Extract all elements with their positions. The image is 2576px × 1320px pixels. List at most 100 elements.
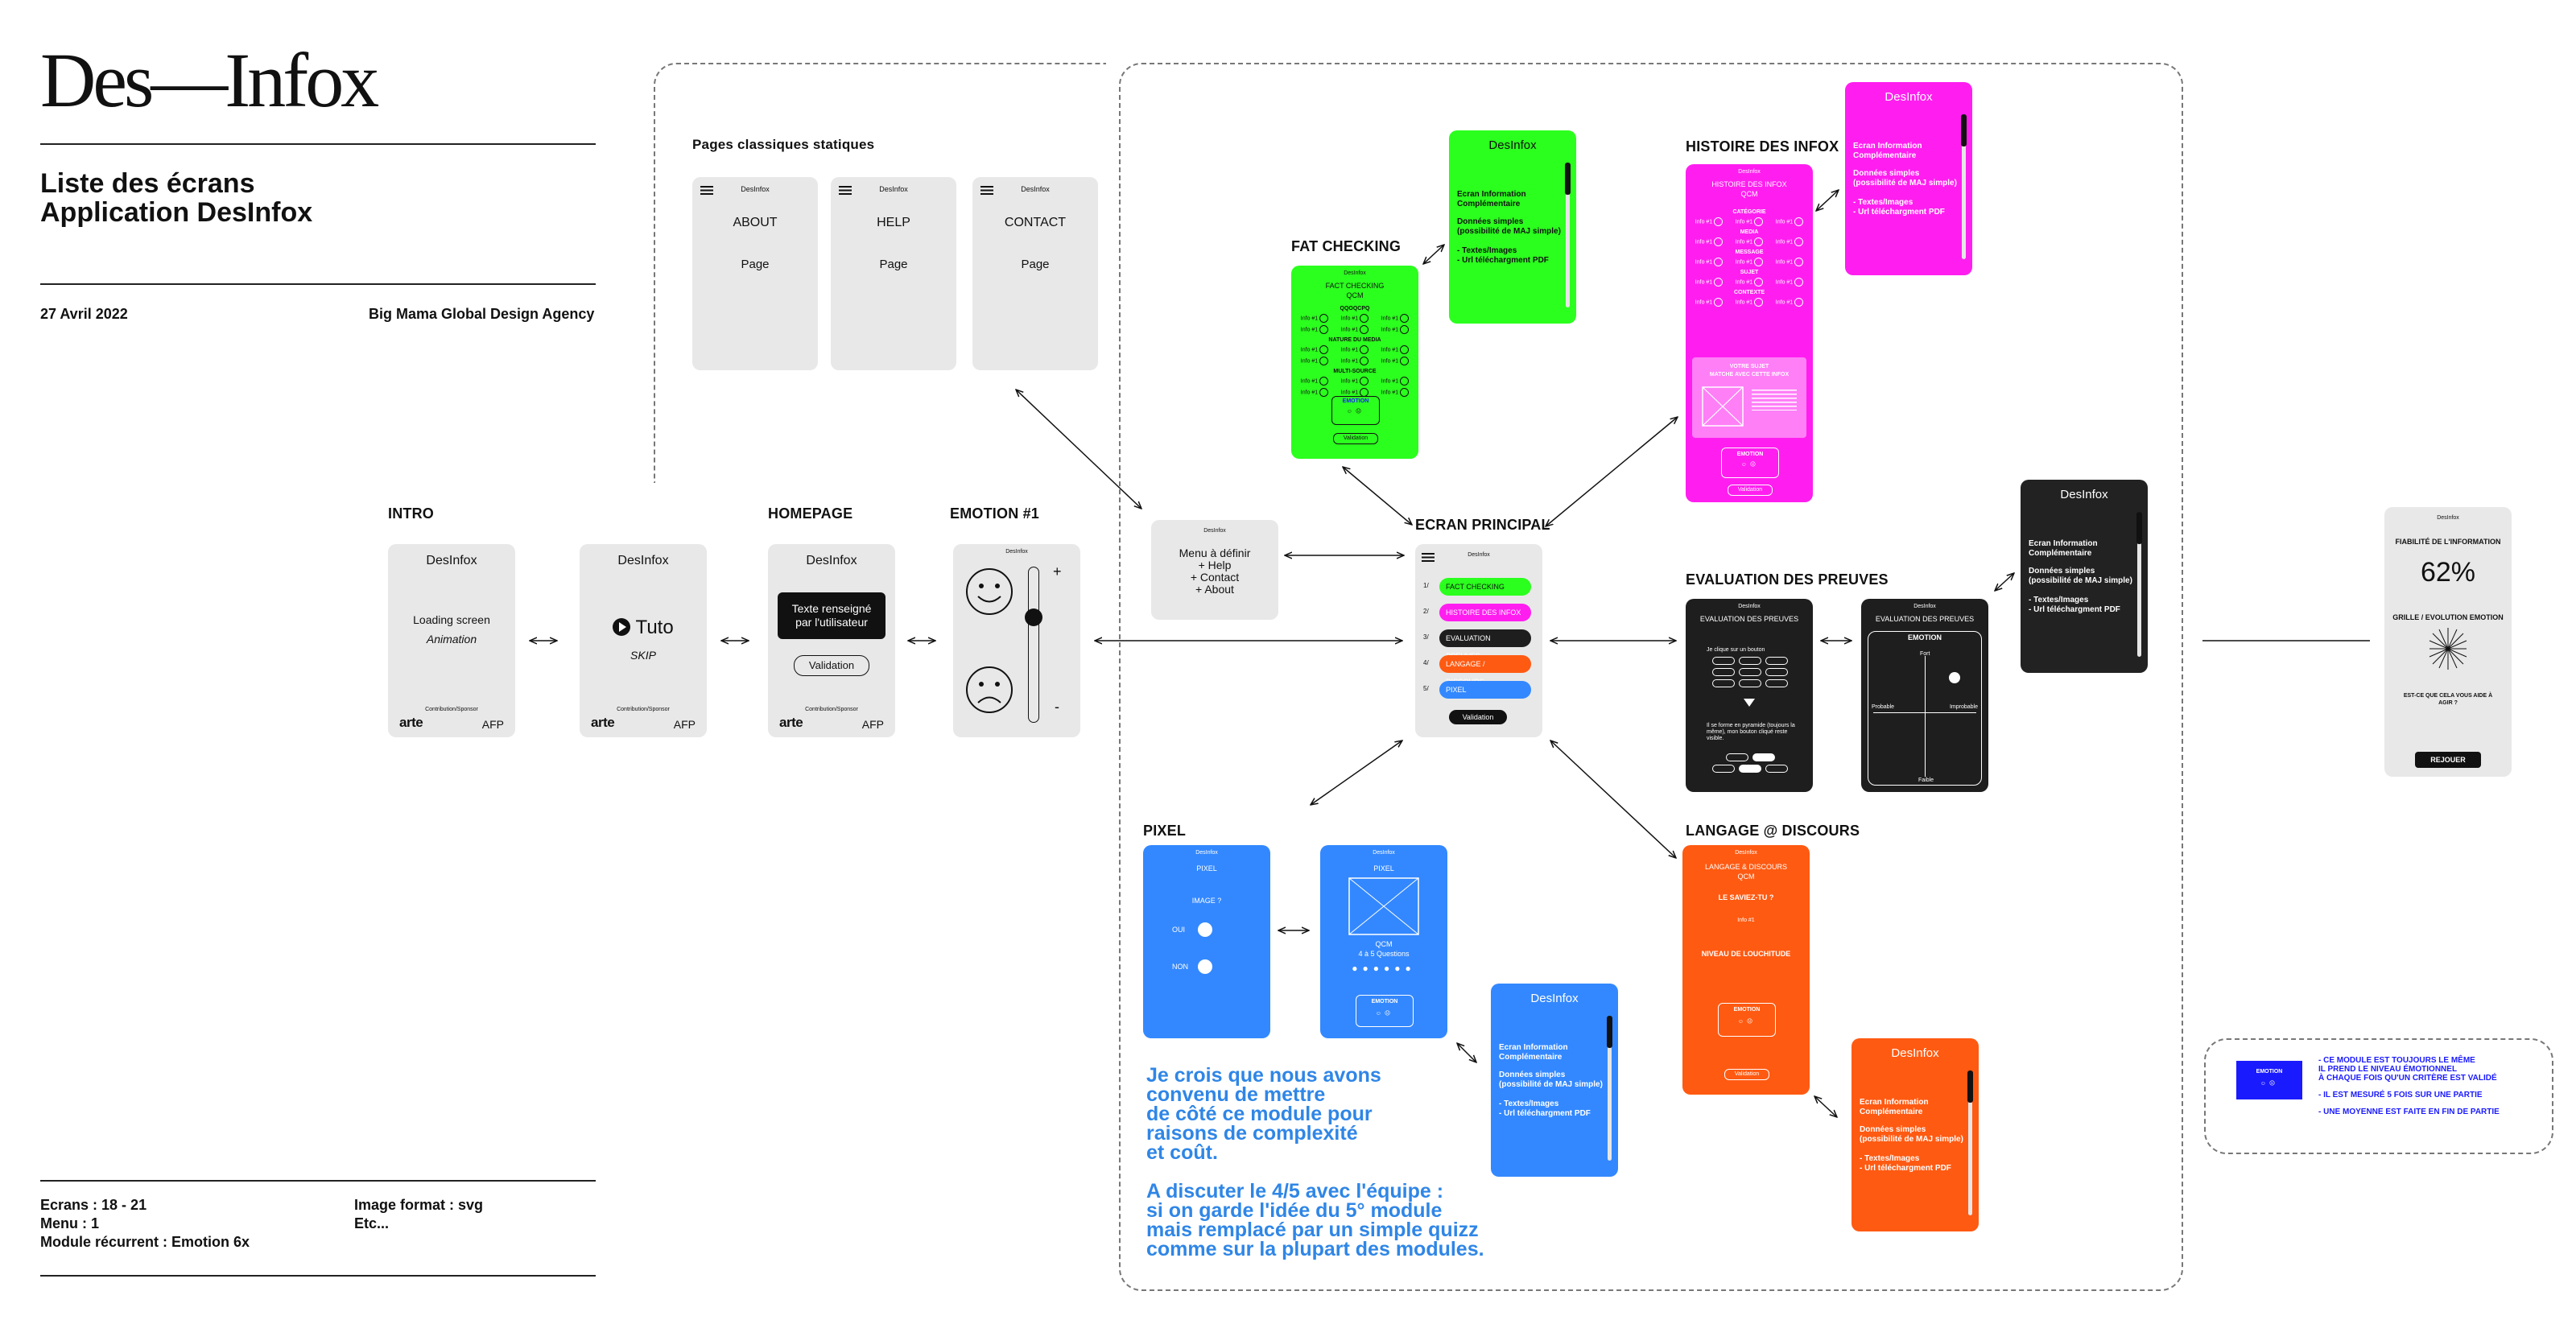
scrollbar[interactable] [1607, 1016, 1612, 1161]
scroll-thumb[interactable] [1967, 1070, 1973, 1103]
menu-help[interactable]: + Help [1198, 559, 1232, 571]
pagination-dots[interactable]: ●●●●●● [1352, 963, 1416, 974]
radio-icon[interactable] [1319, 325, 1329, 334]
yes-radio[interactable] [1198, 922, 1212, 937]
radio-icon[interactable] [1794, 217, 1804, 226]
qcm-option[interactable]: Info #1 [1301, 314, 1329, 323]
radio-icon[interactable] [1319, 388, 1329, 397]
replay-button[interactable]: REJOUER [2415, 752, 2481, 768]
scroll-thumb[interactable] [1607, 1016, 1612, 1048]
scrollbar[interactable] [1961, 114, 1967, 259]
answer-button[interactable] [1739, 668, 1761, 676]
radio-icon[interactable] [1714, 217, 1724, 226]
answer-button[interactable] [1712, 765, 1735, 773]
scroll-thumb[interactable] [2136, 512, 2142, 544]
qcm-option[interactable]: Info #1 [1341, 377, 1369, 386]
qcm-option[interactable]: Info #1 [1695, 237, 1724, 246]
emotion-slider[interactable] [1028, 567, 1039, 723]
answer-button[interactable] [1712, 668, 1735, 676]
validation-button[interactable]: Validation [1728, 485, 1773, 496]
qcm-option[interactable]: Info #1 [1776, 278, 1804, 287]
radio-icon[interactable] [1400, 377, 1410, 386]
qcm-option[interactable]: Info #1 [1301, 357, 1329, 365]
menu-item-1[interactable]: FACT CHECKING [1439, 578, 1531, 596]
answer-button[interactable] [1765, 657, 1788, 665]
qcm-option[interactable]: Info #1 [1301, 325, 1329, 334]
answer-button[interactable] [1765, 765, 1788, 773]
qcm-option[interactable]: Info #1 [1341, 325, 1369, 334]
validation-button[interactable]: Validation [1449, 710, 1507, 724]
radio-icon[interactable] [1714, 237, 1724, 246]
qcm-option[interactable]: Info #1 [1301, 345, 1329, 354]
radio-icon[interactable] [1754, 278, 1764, 287]
answer-button[interactable] [1712, 657, 1735, 665]
emotion-widget[interactable]: EMOTION ☺☹ [1331, 396, 1380, 425]
radio-icon[interactable] [1400, 357, 1410, 365]
radio-icon[interactable] [1754, 217, 1764, 226]
no-radio[interactable] [1198, 959, 1212, 974]
qcm-option[interactable]: Info #1 [1736, 258, 1764, 266]
scroll-thumb[interactable] [1961, 114, 1967, 146]
emotion-widget[interactable]: EMOTION ☺☹ [1721, 448, 1779, 478]
scrollbar[interactable] [2136, 512, 2142, 657]
radio-icon[interactable] [1754, 237, 1764, 246]
user-input[interactable]: Texte renseigné par l'utilisateur [778, 592, 886, 639]
radio-icon[interactable] [1400, 314, 1410, 323]
qcm-option[interactable]: Info #1 [1776, 298, 1804, 307]
qcm-option[interactable]: Info #1 [1381, 388, 1410, 397]
radio-icon[interactable] [1754, 258, 1764, 266]
menu-item-5[interactable]: PIXEL [1439, 681, 1531, 699]
scrollbar[interactable] [1967, 1070, 1973, 1215]
validation-button[interactable]: Validation [1333, 433, 1378, 444]
menu-icon[interactable] [980, 186, 993, 195]
radio-icon[interactable] [1400, 325, 1410, 334]
tuto-button[interactable]: Tuto [580, 617, 707, 639]
answer-button[interactable] [1739, 679, 1761, 687]
emotion-widget[interactable]: EMOTION ☺☹ [1356, 995, 1414, 1027]
radio-icon[interactable] [1714, 298, 1724, 307]
qcm-option[interactable]: Info #1 [1381, 357, 1410, 365]
answer-button[interactable] [1739, 765, 1761, 773]
menu-icon[interactable] [1422, 553, 1435, 562]
validation-button[interactable]: Validation [1724, 1069, 1769, 1080]
qcm-option[interactable]: Info #1 [1381, 377, 1410, 386]
qcm-option[interactable]: Info #1 [1776, 237, 1804, 246]
qcm-option[interactable]: Info #1 [1341, 357, 1369, 365]
scroll-thumb[interactable] [1565, 163, 1571, 195]
radio-icon[interactable] [1794, 278, 1804, 287]
radio-icon[interactable] [1319, 357, 1329, 365]
answer-button[interactable] [1752, 753, 1775, 761]
qcm-option[interactable]: Info #1 [1736, 217, 1764, 226]
emotion-matrix[interactable]: EMOTION Fort Faible Probable Improbable [1868, 631, 1982, 786]
radio-icon[interactable] [1714, 258, 1724, 266]
radio-icon[interactable] [1319, 314, 1329, 323]
answer-button[interactable] [1739, 657, 1761, 665]
qcm-option[interactable]: Info #1 [1776, 258, 1804, 266]
qcm-option[interactable]: Info #1 [1695, 298, 1724, 307]
radio-icon[interactable] [1754, 298, 1764, 307]
radio-icon[interactable] [1714, 278, 1724, 287]
qcm-option[interactable]: Info #1 [1301, 388, 1329, 397]
radio-icon[interactable] [1360, 314, 1369, 323]
qcm-option[interactable]: Info #1 [1695, 278, 1724, 287]
radio-icon[interactable] [1360, 325, 1369, 334]
qcm-option[interactable]: Info #1 [1736, 237, 1764, 246]
slider-handle[interactable] [1025, 608, 1042, 626]
answer-button[interactable] [1765, 679, 1788, 687]
radio-icon[interactable] [1319, 345, 1329, 354]
skip-button[interactable]: SKIP [630, 649, 656, 662]
radio-icon[interactable] [1360, 345, 1369, 354]
radio-icon[interactable] [1794, 298, 1804, 307]
qcm-option[interactable]: Info #1 [1341, 345, 1369, 354]
menu-contact[interactable]: + Contact [1190, 571, 1240, 584]
qcm-option[interactable]: Info #1 [1381, 325, 1410, 334]
validation-button[interactable]: Validation [794, 655, 869, 676]
qcm-option[interactable]: Info #1 [1341, 314, 1369, 323]
radio-icon[interactable] [1360, 377, 1369, 386]
radio-icon[interactable] [1400, 345, 1410, 354]
qcm-option[interactable]: Info #1 [1695, 258, 1724, 266]
scrollbar[interactable] [1565, 163, 1571, 307]
answer-button[interactable] [1725, 753, 1748, 761]
emotion-widget[interactable]: EMOTION ☺☹ [1718, 1003, 1776, 1037]
menu-icon[interactable] [700, 186, 713, 195]
